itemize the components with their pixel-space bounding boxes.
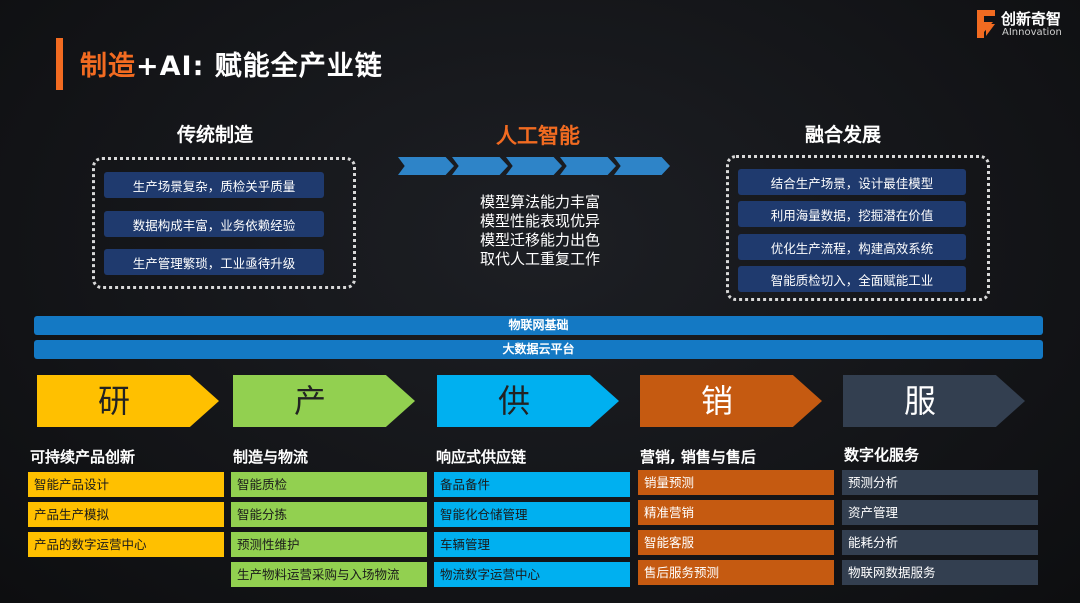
stage-sales-arrow: 销: [640, 375, 822, 427]
traditional-item: 生产管理繁琐，工业亟待升级: [104, 249, 324, 275]
stage-label: 供: [497, 382, 530, 420]
list-item: 物流数字运营中心: [434, 562, 630, 587]
iot-foundation-bar: 物联网基础: [34, 316, 1043, 335]
flow-chevron-icon: [506, 157, 562, 175]
title-accent-bar: [56, 38, 63, 90]
stage-supply-arrow: 供: [437, 375, 619, 427]
big-data-cloud-bar: 大数据云平台: [34, 340, 1043, 359]
list-item: 产品生产模拟: [28, 502, 224, 527]
list-item: 精准营销: [638, 500, 834, 525]
brand-logo: 创新奇智 AInnovation: [975, 6, 1075, 42]
list-item: 智能质检: [231, 472, 427, 497]
list-item: 智能产品设计: [28, 472, 224, 497]
stage-label: 服: [903, 382, 936, 420]
ai-line: 模型性能表现优异: [479, 212, 600, 230]
fusion-item: 结合生产场景，设计最佳模型: [738, 169, 966, 195]
flow-chevron-icon: [560, 157, 616, 175]
traditional-heading: 传统制造: [176, 124, 253, 146]
traditional-panel: 生产场景复杂，质检关乎质量 数据构成丰富，业务依赖经验 生产管理繁琐，工业亟待升…: [92, 157, 356, 289]
list-item: 智能化仓储管理: [434, 502, 630, 527]
title-rest-text: +AI: 赋能全产业链: [136, 51, 383, 82]
column-title-sales: 营销, 销售与售后: [640, 448, 756, 466]
list-item: 售后服务预测: [638, 560, 834, 585]
list-item: 预测性维护: [231, 532, 427, 557]
list-item: 车辆管理: [434, 532, 630, 557]
traditional-item: 数据构成丰富，业务依赖经验: [104, 211, 324, 237]
fusion-item: 利用海量数据，挖掘潜在价值: [738, 201, 966, 227]
list-item: 预测分析: [842, 470, 1038, 495]
list-item: 智能客服: [638, 530, 834, 555]
list-item: 资产管理: [842, 500, 1038, 525]
ai-line: 模型算法能力丰富: [479, 193, 600, 211]
title-accent-text: 制造: [80, 51, 136, 82]
brand-name-en: AInnovation: [1002, 27, 1062, 38]
fusion-item: 优化生产流程，构建高效系统: [738, 234, 966, 260]
flow-chevron-icon: [398, 157, 454, 175]
list-item: 能耗分析: [842, 530, 1038, 555]
list-item: 备品备件: [434, 472, 630, 497]
stage-production-arrow: 产: [233, 375, 415, 427]
list-item: 销量预测: [638, 470, 834, 495]
fusion-panel: 结合生产场景，设计最佳模型 利用海量数据，挖掘潜在价值 优化生产流程，构建高效系…: [726, 155, 990, 301]
stage-label: 研: [97, 382, 130, 420]
ai-line: 取代人工重复工作: [479, 250, 600, 268]
ai-capabilities: 模型算法能力丰富 模型性能表现优异 模型迁移能力出色 取代人工重复工作: [430, 193, 650, 269]
brand-name-cn: 创新奇智: [1001, 10, 1062, 28]
fusion-heading: 融合发展: [804, 124, 881, 146]
flow-chevron-icon: [452, 157, 508, 175]
stage-research-arrow: 研: [37, 375, 219, 427]
list-item: 产品的数字运营中心: [28, 532, 224, 557]
column-title-supply-chain: 响应式供应链: [436, 448, 527, 466]
ai-heading: 人工智能: [496, 124, 580, 148]
column-title-innovation: 可持续产品创新: [30, 448, 136, 466]
list-item: 生产物料运营采购与入场物流: [231, 562, 427, 587]
page-title: 制造+AI: 赋能全产业链: [80, 44, 383, 83]
brand-mark-icon: [977, 10, 995, 38]
stage-label: 销: [700, 382, 733, 420]
column-title-digital-service: 数字化服务: [844, 446, 920, 464]
list-item: 智能分拣: [231, 502, 427, 527]
flow-chevron-icon: [614, 157, 670, 175]
list-item: 物联网数据服务: [842, 560, 1038, 585]
stage-service-arrow: 服: [843, 375, 1025, 427]
ai-line: 模型迁移能力出色: [479, 231, 600, 249]
column-title-manufacturing: 制造与物流: [233, 448, 309, 466]
fusion-item: 智能质检切入，全面赋能工业: [738, 266, 966, 292]
traditional-item: 生产场景复杂，质检关乎质量: [104, 172, 324, 198]
stage-label: 产: [293, 382, 326, 420]
